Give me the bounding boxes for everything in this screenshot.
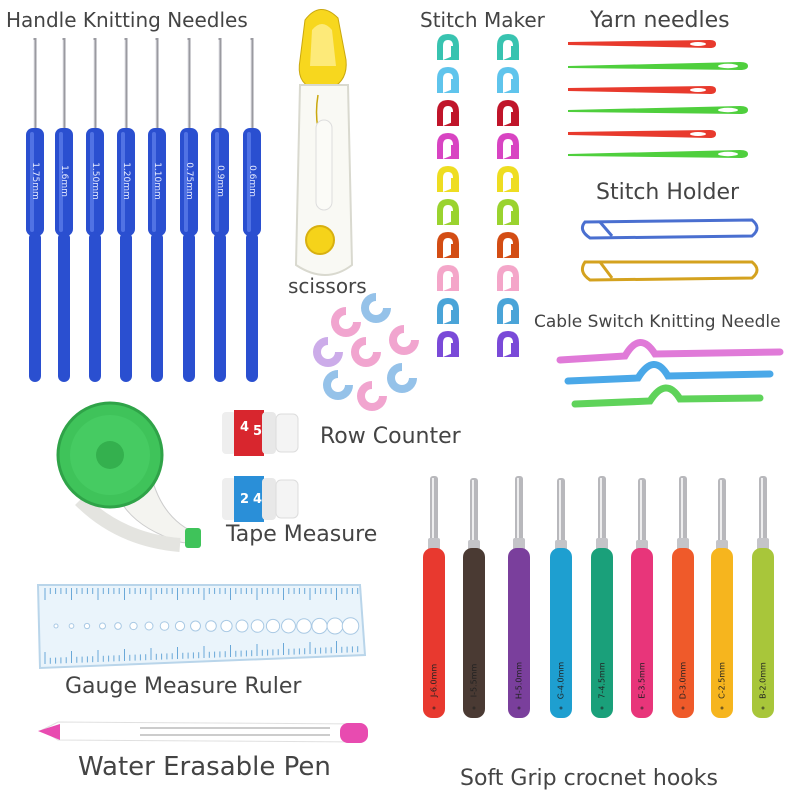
stitch-marker xyxy=(497,166,519,192)
label-yarn-needles: Yarn needles xyxy=(590,8,730,33)
label-cable-switch: Cable Switch Knitting Needle xyxy=(534,312,781,332)
soft-grip-hook xyxy=(672,476,694,718)
soft-grip-hook-size-label: G-4.0mm xyxy=(556,661,566,700)
stitch-marker xyxy=(497,133,519,159)
soft-grip-hook xyxy=(711,478,733,718)
soft-grip-hook-size-label: I-5.5mm xyxy=(469,663,479,698)
ring-markers xyxy=(313,293,419,411)
ring-marker xyxy=(361,293,391,323)
ring-marker xyxy=(357,381,387,411)
handle-needle xyxy=(26,38,44,382)
stitch-marker xyxy=(497,232,519,258)
stitch-marker xyxy=(497,100,519,126)
handle-needle xyxy=(55,38,73,382)
label-scissors: scissors xyxy=(288,274,367,298)
gauge-ruler-image xyxy=(36,584,367,670)
soft-grip-hook-size-label: C-2.5mm xyxy=(717,662,727,699)
soft-grip-hook xyxy=(550,478,572,718)
soft-grip-hook-size-label: B-2.0mm xyxy=(758,662,768,699)
label-water-pen: Water Erasable Pen xyxy=(78,752,331,782)
ring-marker xyxy=(313,337,343,367)
handle-needle-size-label: 1.10mm xyxy=(152,162,162,200)
stitch-marker xyxy=(437,166,459,192)
label-soft-grip: Soft Grip crocnet hooks xyxy=(460,766,718,791)
row-counter-bottom-digit-1: 2 xyxy=(240,492,250,507)
label-stitch-maker: Stitch Maker xyxy=(420,8,545,32)
soft-grip-hook-size-label: J-6.0mm xyxy=(429,663,439,698)
soft-grip-hook xyxy=(423,476,445,718)
handle-needle-size-label: 0.75mm xyxy=(184,162,194,200)
stitch-marker xyxy=(497,199,519,225)
label-stitch-holder: Stitch Holder xyxy=(596,180,740,205)
label-row-counter: Row Counter xyxy=(320,424,461,449)
stitch-marker xyxy=(437,133,459,159)
handle-needle xyxy=(243,38,261,382)
soft-grip-hook xyxy=(508,476,530,718)
row-counter-top-digit-2: 5 xyxy=(253,424,263,439)
row-counter-top-digit-1: 4 xyxy=(240,420,250,435)
soft-grip-hook-size-label: H-5.0mm xyxy=(514,661,524,700)
stitch-marker xyxy=(437,100,459,126)
handle-needle xyxy=(148,38,166,382)
label-tape-measure: Tape Measure xyxy=(226,522,378,547)
ring-marker xyxy=(331,307,361,337)
handle-needle xyxy=(86,38,104,382)
stitch-markers xyxy=(437,34,519,357)
handle-needle xyxy=(117,38,135,382)
stitch-marker xyxy=(437,67,459,93)
ring-marker xyxy=(323,370,353,400)
stitch-marker xyxy=(437,34,459,60)
ring-marker xyxy=(387,363,417,393)
stitch-marker xyxy=(437,331,459,357)
soft-grip-hook-size-label: D-3.0mm xyxy=(678,661,688,700)
row-counters xyxy=(222,410,299,522)
ring-marker xyxy=(389,325,419,355)
water-erasable-pen-image xyxy=(38,721,368,743)
stitch-marker xyxy=(437,298,459,324)
handle-needle-size-label: 0.6mm xyxy=(247,165,257,197)
soft-grip-hook-size-label: 7-4.5mm xyxy=(597,662,607,699)
cable-needles xyxy=(556,339,784,408)
stitch-marker xyxy=(437,232,459,258)
handle-needle xyxy=(180,38,198,382)
handle-needle-size-label: 1.20mm xyxy=(121,162,131,200)
stitch-marker xyxy=(437,265,459,291)
handle-needle-size-label: 1.6mm xyxy=(59,165,69,197)
soft-grip-hook xyxy=(631,478,653,718)
soft-grip-hook-size-label: E-3.5mm xyxy=(637,662,647,699)
soft-grip-hook xyxy=(591,476,613,718)
stitch-marker xyxy=(497,331,519,357)
stitch-marker xyxy=(497,67,519,93)
handle-knitting-needles xyxy=(26,38,261,382)
handle-needle-size-label: 0.9mm xyxy=(215,165,225,197)
row-counter-bottom-digit-2: 4 xyxy=(253,492,263,507)
label-gauge-ruler: Gauge Measure Ruler xyxy=(65,674,302,699)
label-handle-knitting-needles: Handle Knitting Needles xyxy=(6,8,248,32)
stitch-marker xyxy=(437,199,459,225)
stitch-marker xyxy=(497,34,519,60)
handle-needle-size-label: 1.75mm xyxy=(30,162,40,200)
stitch-marker xyxy=(497,265,519,291)
soft-grip-crochet-hooks xyxy=(423,476,774,718)
handle-needle-size-label: 1.50mm xyxy=(90,162,100,200)
handle-needle xyxy=(211,38,229,382)
soft-grip-hook xyxy=(463,478,485,718)
scissors-image xyxy=(294,9,354,276)
ring-marker xyxy=(351,337,381,367)
stitch-marker xyxy=(497,298,519,324)
tape-measure-image xyxy=(56,401,201,552)
stitch-holders xyxy=(580,218,759,282)
soft-grip-hook xyxy=(752,476,774,718)
yarn-needles xyxy=(568,40,748,158)
